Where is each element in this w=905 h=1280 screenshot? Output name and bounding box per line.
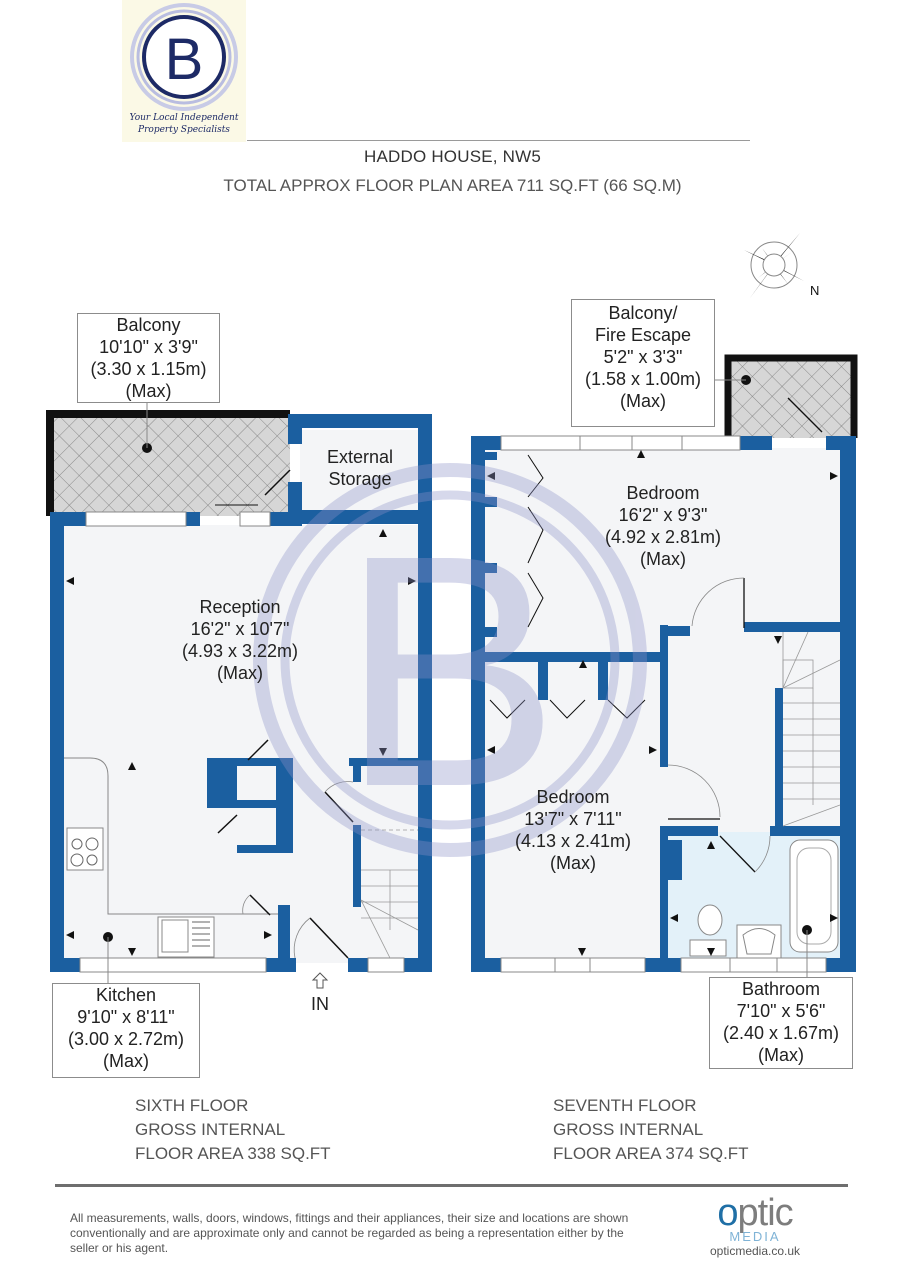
room-callout-bathroom: Bathroom 7'10" x 5'6" (2.40 x 1.67m) (Ma…: [709, 977, 853, 1069]
logo-letter: B: [165, 27, 204, 92]
watermark-logo: B: [253, 463, 647, 857]
room-dims-imperial: 7'10" x 5'6": [736, 1001, 826, 1021]
room-name: Bathroom: [741, 979, 821, 999]
room-label-reception: Reception 16'2" x 10'7" (4.93 x 3.22m) (…: [150, 596, 330, 684]
floor-summary-sixth: SIXTH FLOOR GROSS INTERNAL FLOOR AREA 33…: [135, 1094, 331, 1166]
compass-rose-icon: N: [744, 233, 819, 298]
room-label-external-storage: External Storage: [303, 446, 417, 490]
footer-divider: [55, 1184, 848, 1187]
room-dims-metric: (4.13 x 2.41m): [514, 831, 632, 851]
room-callout-fire-escape: Balcony/ Fire Escape 5'2" x 3'3" (1.58 x…: [571, 299, 715, 427]
room-name: External: [326, 447, 394, 467]
room-name: Kitchen: [95, 985, 157, 1005]
room-dims-note: (Max): [103, 1051, 149, 1071]
seventh-floor-plan: [471, 354, 858, 978]
floor-name: SEVENTH FLOOR: [553, 1096, 697, 1115]
floor-name: SIXTH FLOOR: [135, 1096, 249, 1115]
storage-door: [264, 469, 291, 496]
optic-wordmark: optic: [700, 1194, 810, 1232]
optic-url: opticmedia.co.uk: [709, 1244, 801, 1258]
room-name: Balcony: [116, 315, 181, 335]
fire-escape-door: [787, 397, 823, 433]
room-dims-note: (Max): [217, 663, 263, 683]
sixth-floor-door-arcs: [242, 781, 354, 959]
reception-floor: [60, 525, 422, 963]
optic-media-sub: MEDIA: [729, 1229, 781, 1244]
sink-icon: [157, 916, 215, 958]
seventh-floor-windows: [500, 435, 827, 973]
room-dims-imperial: 16'2" x 9'3": [618, 505, 708, 525]
room-label-bedroom-1: Bedroom 16'2" x 9'3" (4.92 x 2.81m) (Max…: [573, 482, 753, 570]
sixth-floor-stairs: [360, 829, 419, 959]
room-dims-imperial: 9'10" x 8'11": [77, 1007, 175, 1027]
header-divider: [247, 140, 750, 141]
optic-o-glyph: o: [717, 1192, 738, 1234]
svg-text:B: B: [340, 486, 560, 855]
floor-gross-label: GROSS INTERNAL: [135, 1120, 286, 1139]
room-callout-kitchen: Kitchen 9'10" x 8'11" (3.00 x 2.72m) (Ma…: [52, 983, 200, 1078]
room-dims-metric: (1.58 x 1.00m): [584, 369, 702, 389]
room-dims-note: (Max): [125, 381, 172, 401]
room-name-line2: Fire Escape: [594, 325, 692, 345]
hob-icon: [66, 827, 104, 871]
room-callout-balcony: Balcony 10'10" x 3'9" (3.30 x 1.15m) (Ma…: [77, 313, 220, 403]
compass-north-label: N: [810, 283, 819, 298]
room-dims-note: (Max): [640, 549, 686, 569]
optic-rest: ptic: [737, 1192, 794, 1234]
room-dims-note: (Max): [758, 1045, 804, 1065]
entrance-arrow-icon: [311, 972, 329, 989]
logo-tagline: Your Local Independent Property Speciali…: [122, 112, 246, 136]
floor-area: FLOOR AREA 374 SQ.FT: [553, 1144, 749, 1163]
room-dims-imperial: 10'10" x 3'9": [99, 337, 198, 357]
seventh-floor-door-arcs: [667, 577, 771, 873]
room-dims-imperial: 16'2" x 10'7": [190, 619, 290, 639]
disclaimer-text: All measurements, walls, doors, windows,…: [70, 1211, 629, 1255]
room-name: Bedroom: [536, 787, 610, 807]
balcony-sixth-rail: [46, 410, 290, 516]
sixth-floor-doors: [217, 739, 354, 959]
room-name: Bedroom: [626, 483, 700, 503]
room-name: Balcony/: [608, 303, 678, 323]
seventh-floor-walls: [471, 436, 856, 972]
floor-gross-label: GROSS INTERNAL: [553, 1120, 704, 1139]
balcony-seventh-rail: [724, 354, 858, 438]
seventh-floor-doors: [668, 578, 756, 873]
kitchen-worktop: [64, 757, 278, 915]
wardrobe-doors: [489, 454, 646, 719]
basin-icon: [736, 924, 782, 959]
floor-summary-seventh: SEVENTH FLOOR GROSS INTERNAL FLOOR AREA …: [553, 1094, 749, 1166]
room-label-bedroom-2: Bedroom 13'7" x 7'11" (4.13 x 2.41m) (Ma…: [483, 786, 663, 874]
room-dims-note: (Max): [550, 853, 596, 873]
optic-media-logo: optic MEDIA opticmedia.co.uk: [700, 1194, 810, 1258]
room-dims-note: (Max): [620, 391, 666, 411]
total-area: TOTAL APPROX FLOOR PLAN AREA 711 SQ.FT (…: [223, 176, 682, 195]
room-dims-metric: (4.93 x 3.22m): [181, 641, 299, 661]
agent-logo: B: [122, 0, 246, 142]
room-dims-imperial: 13'7" x 7'11": [524, 809, 622, 829]
seventh-floor-dimension-markers: [487, 450, 838, 956]
room-name-line2: Storage: [328, 469, 392, 489]
room-dims-metric: (2.40 x 1.67m): [722, 1023, 840, 1043]
sixth-floor-windows: [79, 511, 405, 973]
storage-floor: [300, 430, 422, 510]
room-dims-metric: (3.00 x 2.72m): [67, 1029, 185, 1049]
room-name: Reception: [199, 597, 281, 617]
logo-tagline-line1: Your Local Independent: [129, 113, 239, 123]
sixth-floor-plan: [46, 410, 432, 989]
sixth-floor-walls: [50, 414, 432, 972]
room-dims-imperial: 5'2" x 3'3": [603, 347, 683, 367]
bathtub-icon: [789, 839, 839, 953]
room-dims-metric: (3.30 x 1.15m): [90, 359, 207, 379]
seventh-floor-stairs: [782, 631, 841, 827]
property-title: HADDO HOUSE, NW5: [364, 147, 541, 166]
floor-area: FLOOR AREA 338 SQ.FT: [135, 1144, 331, 1163]
logo-emblem-icon: B: [130, 3, 238, 111]
logo-tagline-line2: Property Specialists: [138, 125, 230, 135]
room-dims-metric: (4.92 x 2.81m): [604, 527, 722, 547]
entrance-label: IN: [311, 994, 329, 1014]
balcony-sixth: [50, 414, 290, 516]
balcony-seventh: [728, 358, 854, 438]
